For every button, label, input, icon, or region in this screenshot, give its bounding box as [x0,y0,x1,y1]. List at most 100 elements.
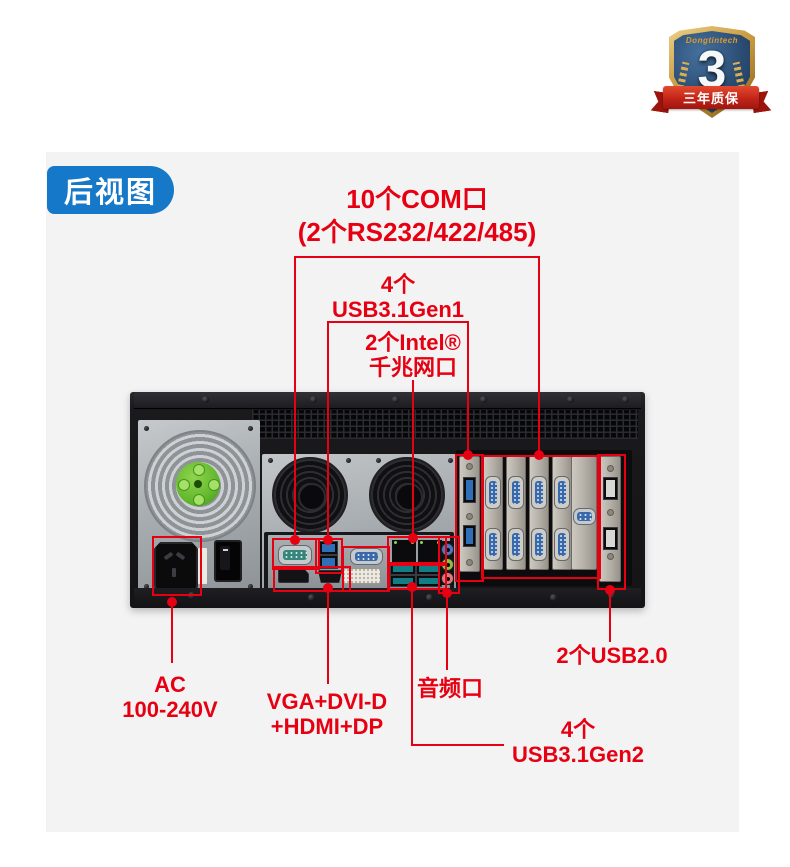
screw [268,458,273,463]
video-callout-line [327,588,329,684]
db9-pins [535,480,543,505]
label-ac: AC 100-240V [122,672,217,722]
usb31gen1-card-callout-box [455,454,484,582]
badge-ribbon: 三年质保 [663,86,759,109]
vga-port [350,548,383,565]
power-switch-mark [223,549,228,551]
callout-dot-ac [167,597,177,607]
lan-led [394,541,397,544]
com-bracket-line-right [538,256,540,456]
usb31gen1-card-port-2 [463,525,476,547]
label-video-line1: VGA+DVI-D [266,689,388,714]
label-usb31gen1: 4个 USB3.1Gen1 [332,272,464,322]
screw [248,584,253,589]
label-lan-line1: 2个Intel® [365,330,461,355]
audio-jack-lineout [441,558,454,571]
callout-dot-com-cards [534,450,544,460]
screw [622,396,629,403]
com-port-db9 [278,545,312,565]
label-usb31gen1-line1: 4个 [380,272,416,297]
label-com-line1: 10个COM口 [346,184,488,214]
label-ac-line1: AC [154,672,186,697]
bracket-hole [466,513,473,520]
callout-dot-com [290,535,300,545]
usb20-callout-line [609,588,611,642]
case-fan-grille-left [272,457,348,533]
screw [202,396,209,403]
com-card-db9 [508,476,524,509]
com-card-db9 [485,528,501,561]
usb-tongue [606,530,615,547]
audio-callout-line [446,590,448,670]
view-tag: 后视图 [47,166,174,214]
callout-dot-usb20 [605,585,615,595]
usb-tongue [393,578,413,584]
callout-dot-video [323,583,333,593]
screw [567,396,574,403]
fan-cap [395,483,423,511]
warranty-badge: Dongtintech 3 三年质保 [655,24,767,124]
label-usb31gen2: 4个 USB3.1Gen2 [512,717,644,767]
db9-pins [489,532,497,557]
com-bracket-line [294,256,540,258]
callout-dot-usb31gen1-card [463,450,473,460]
callout-dot-usb30 [323,535,333,545]
com-bracket-line-left [294,256,296,541]
screw [550,594,557,601]
vent-grille [252,410,638,439]
vga-pins [355,552,378,561]
chassis-top-lip [134,392,641,409]
label-usb31gen2-line1: 4个 [560,717,596,742]
usb-tongue [419,578,439,584]
usb20-card-port-1 [603,477,618,500]
com-port-db9-sideways [573,508,596,525]
label-lan-line2: 千兆网口 [368,355,458,380]
label-usb20: 2个USB2.0 [556,643,668,668]
label-lan: 2个Intel® 千兆网口 [365,330,461,380]
dp-hdmi-callout-box [273,566,351,592]
bracket-hole [466,559,473,566]
chassis-bottom-frame [134,588,641,606]
callout-dot-audio [442,588,452,598]
usb-tongue [466,480,473,500]
fan-cap [298,483,326,511]
usb31gen2-callout-line-h [411,744,504,746]
label-usb31gen1-line2: USB3.1Gen1 [331,297,465,322]
screw [480,396,487,403]
usb31gen1-bracket-line [327,321,469,323]
usb20-card-port-2 [603,527,618,550]
ac-callout-line [171,598,173,663]
vga-dvi-callout-box [342,546,390,592]
bracket-hole [607,509,614,516]
power-switch[interactable] [214,540,242,582]
case-fan-grille-right [369,457,445,533]
label-audio: 音频口 [416,676,484,701]
label-com-ports: 10个COM口 (2个RS232/422/485) [298,183,536,249]
screw [144,584,149,589]
usb-tongue [322,558,335,566]
bracket-hole [466,463,473,470]
screw [608,592,615,599]
com-card-db9 [554,528,570,561]
audio-jack-mic [441,572,454,585]
db9-pins [576,512,593,521]
usb31gen2-callout-line-v [411,586,413,746]
label-video-line2: +HDMI+DP [270,714,384,739]
label-com-line2: (2个RS232/422/485) [297,217,537,247]
usb31gen2-callout-box [387,562,447,590]
audio-jack-linein [441,543,454,556]
lan-callout-line [412,380,414,540]
com-card-db9 [531,528,547,561]
fan-hub-dot [178,479,190,491]
screw [376,458,381,463]
callout-dot-usb31gen2 [407,582,417,592]
db9-pins [512,480,520,505]
ac-power-inlet [154,542,198,590]
screw [346,458,351,463]
com-cards-callout-box [481,455,601,579]
db9-pins [558,532,566,557]
dvi-d-port [343,568,381,584]
power-switch-rocker[interactable] [220,546,230,570]
usb-tongue [393,566,413,572]
